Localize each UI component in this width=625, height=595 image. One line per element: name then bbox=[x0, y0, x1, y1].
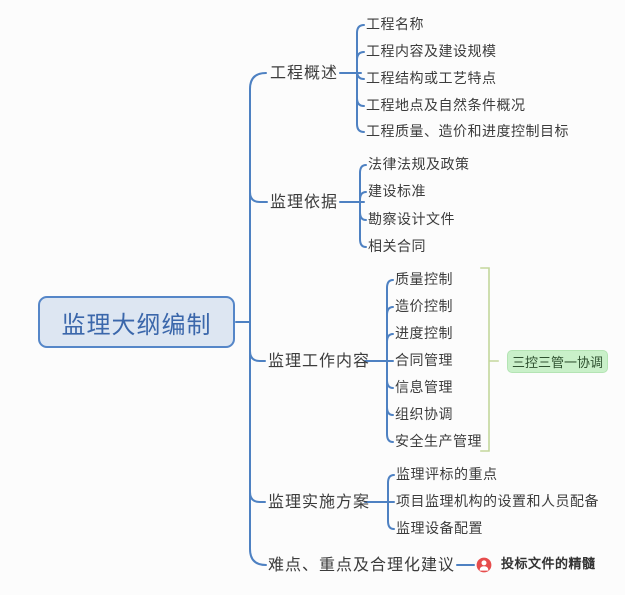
group-bracket bbox=[480, 267, 499, 452]
subtopic[interactable]: 勘察设计文件 bbox=[368, 212, 455, 228]
subtopic[interactable]: 工程地点及自然条件概况 bbox=[366, 98, 526, 114]
subtopic[interactable]: 进度控制 bbox=[395, 326, 453, 342]
subtopic[interactable]: 组织协调 bbox=[395, 407, 453, 423]
subtopic[interactable]: 工程结构或工艺特点 bbox=[366, 71, 497, 87]
branch2-connectors bbox=[339, 164, 367, 248]
subtopic[interactable]: 相关合同 bbox=[368, 239, 426, 255]
subtopic[interactable]: 建设标准 bbox=[368, 184, 426, 200]
person-icon[interactable] bbox=[476, 557, 492, 573]
subtopic[interactable]: 信息管理 bbox=[395, 380, 453, 396]
subtopic[interactable]: 造价控制 bbox=[395, 299, 453, 315]
subtopic[interactable]: 项目监理机构的设置和人员配备 bbox=[396, 494, 599, 510]
subtopic[interactable]: 质量控制 bbox=[395, 272, 453, 288]
subtopic[interactable]: 工程质量、造价和进度控制目标 bbox=[366, 124, 569, 140]
subtopic[interactable]: 合同管理 bbox=[395, 353, 453, 369]
subtopic[interactable]: 法律法规及政策 bbox=[368, 157, 470, 173]
group-callout-topic[interactable]: 三控三管一协调 bbox=[507, 350, 608, 373]
subtopic[interactable]: 监理设备配置 bbox=[396, 521, 483, 537]
subtopic[interactable]: 工程名称 bbox=[366, 17, 424, 33]
branch-topic-supervision-basis[interactable]: 监理依据 bbox=[270, 192, 339, 211]
root-topic[interactable]: 监理大纲编制 bbox=[38, 296, 235, 348]
subtopic[interactable]: 监理评标的重点 bbox=[396, 467, 498, 483]
branch-topic-key-points-suggestions[interactable]: 难点、重点及合理化建议 bbox=[268, 555, 456, 574]
branch-topic-project-overview[interactable]: 工程概述 bbox=[270, 63, 339, 82]
subtopic[interactable]: 安全生产管理 bbox=[395, 434, 482, 450]
annotation-label[interactable]: 投标文件的精髓 bbox=[501, 557, 596, 572]
subtopic[interactable]: 工程内容及建设规模 bbox=[366, 44, 497, 60]
branch-topic-work-content[interactable]: 监理工作内容 bbox=[268, 351, 371, 370]
branch-topic-implementation-plan[interactable]: 监理实施方案 bbox=[268, 492, 371, 511]
branch1-connectors bbox=[339, 24, 365, 133]
trunk-connector bbox=[235, 72, 268, 566]
